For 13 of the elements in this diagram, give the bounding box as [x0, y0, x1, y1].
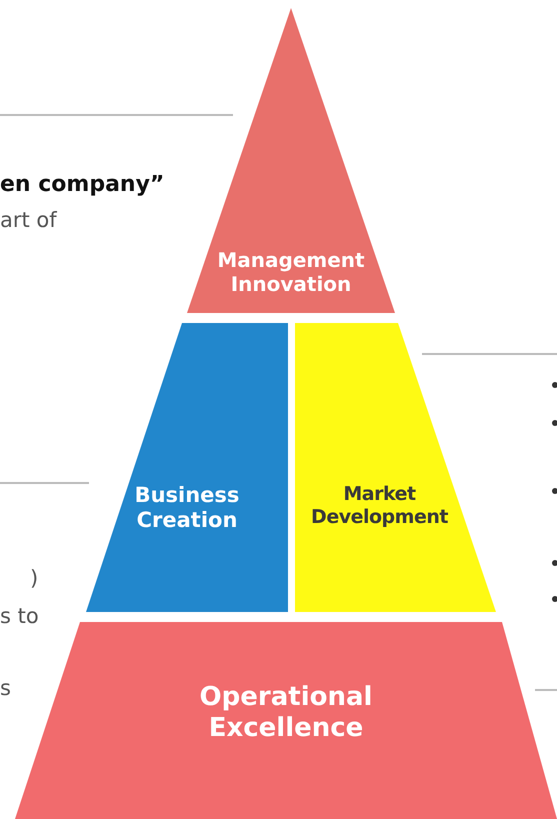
- pyramid-top: [187, 8, 395, 313]
- pyramid-right-section: [295, 323, 496, 612]
- pyramid-base: [15, 622, 557, 819]
- pyramid-left-section: [86, 323, 288, 612]
- body-text: art of: [0, 208, 57, 232]
- heading-text: en company”: [0, 172, 164, 197]
- body-text: ): [30, 566, 38, 590]
- section-label: Operational Excellence: [198, 682, 374, 744]
- body-text: s to: [0, 604, 39, 628]
- section-label: Management Innovation: [216, 248, 366, 296]
- body-text: s: [0, 676, 11, 700]
- section-label: Market Development: [310, 483, 449, 529]
- section-label: Business Creation: [134, 483, 240, 534]
